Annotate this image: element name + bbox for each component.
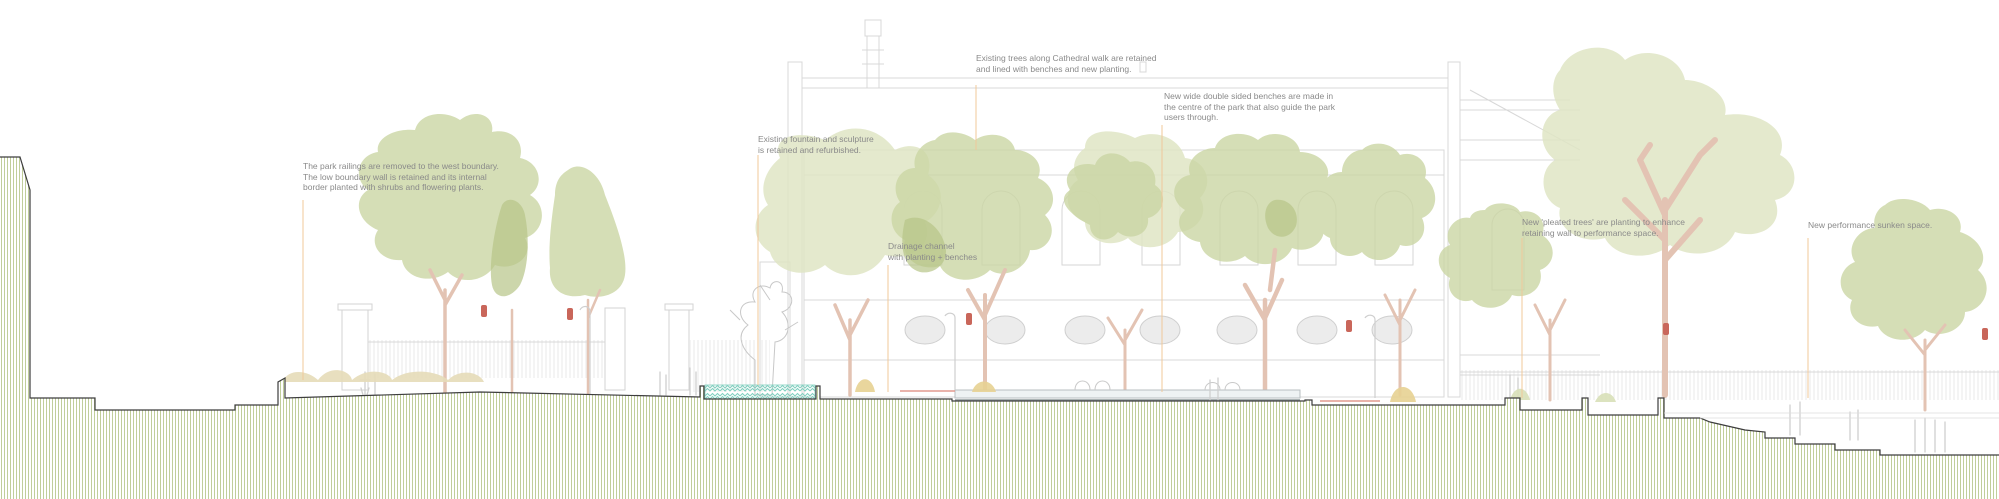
note-line: Existing fountain and sculpture bbox=[758, 134, 874, 144]
border-planting bbox=[282, 370, 1616, 402]
street-lamps bbox=[481, 305, 1988, 398]
note-line: users through. bbox=[1164, 112, 1219, 122]
note-line: retaining wall to performance space. bbox=[1522, 227, 1659, 238]
note-line: New 'pleated trees' are planting to enha… bbox=[1522, 217, 1685, 227]
annotation-leaders bbox=[302, 85, 1809, 398]
note-line: New wide double sided benches are made i… bbox=[1164, 91, 1334, 101]
note-pleated-trees: New 'pleated trees' are planting to enha… bbox=[1522, 217, 1685, 238]
note-performance-space: New performance sunken space. bbox=[1808, 220, 1932, 231]
note-line: New performance sunken space. bbox=[1808, 220, 1933, 230]
trees-midground bbox=[358, 113, 1987, 340]
ground-section bbox=[0, 156, 1999, 499]
fountain-basin bbox=[704, 384, 816, 400]
note-new-benches: New wide double sided benches are made i… bbox=[1164, 91, 1335, 123]
note-line: The park railings are removed to the wes… bbox=[303, 161, 499, 171]
note-line: border planted with shrubs and flowering… bbox=[303, 182, 484, 192]
note-line: is retained and refurbished. bbox=[758, 144, 862, 155]
note-existing-trees: Existing trees along Cathedral walk are … bbox=[976, 53, 1157, 74]
note-line: and lined with benches and new planting. bbox=[976, 63, 1132, 74]
note-fountain: Existing fountain and sculpture is retai… bbox=[758, 134, 874, 155]
benches bbox=[954, 380, 1301, 401]
note-line: Drainage channel bbox=[888, 241, 955, 251]
note-drainage-channel: Drainage channel with planting + benches bbox=[888, 241, 977, 262]
note-line: Existing trees along Cathedral walk are … bbox=[976, 53, 1157, 63]
oval-windows bbox=[904, 315, 1413, 345]
people-figures bbox=[359, 367, 1946, 453]
note-line: with planting + benches bbox=[888, 251, 978, 262]
note-line: The low boundary wall is retained and it… bbox=[303, 171, 487, 182]
note-line: the centre of the park that also guide t… bbox=[1164, 101, 1336, 112]
note-park-railings: The park railings are removed to the wes… bbox=[303, 161, 499, 193]
fountain-sculpture bbox=[729, 281, 799, 396]
trees-accent bbox=[490, 199, 1297, 297]
